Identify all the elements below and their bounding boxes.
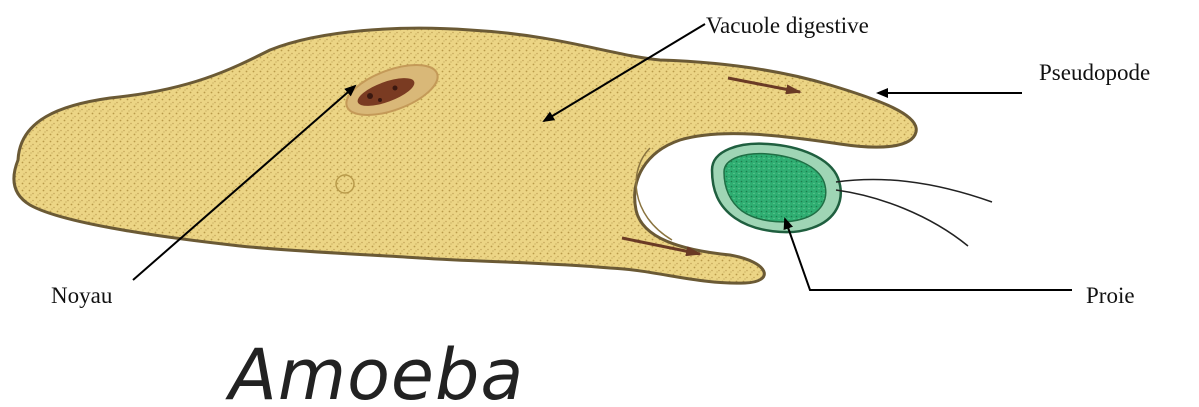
label-nucleus: Noyau (51, 283, 113, 308)
label-prey: Proie (1086, 283, 1135, 308)
label-vacuole: Vacuole digestive (706, 13, 869, 38)
prey (712, 144, 992, 246)
prey-flagellum-1 (836, 179, 992, 202)
label-pseudopod: Pseudopode (1039, 60, 1150, 85)
prey-pointer (785, 219, 1072, 290)
prey-flagellum-2 (836, 190, 968, 246)
diagram-title: Amoeba (225, 334, 524, 407)
